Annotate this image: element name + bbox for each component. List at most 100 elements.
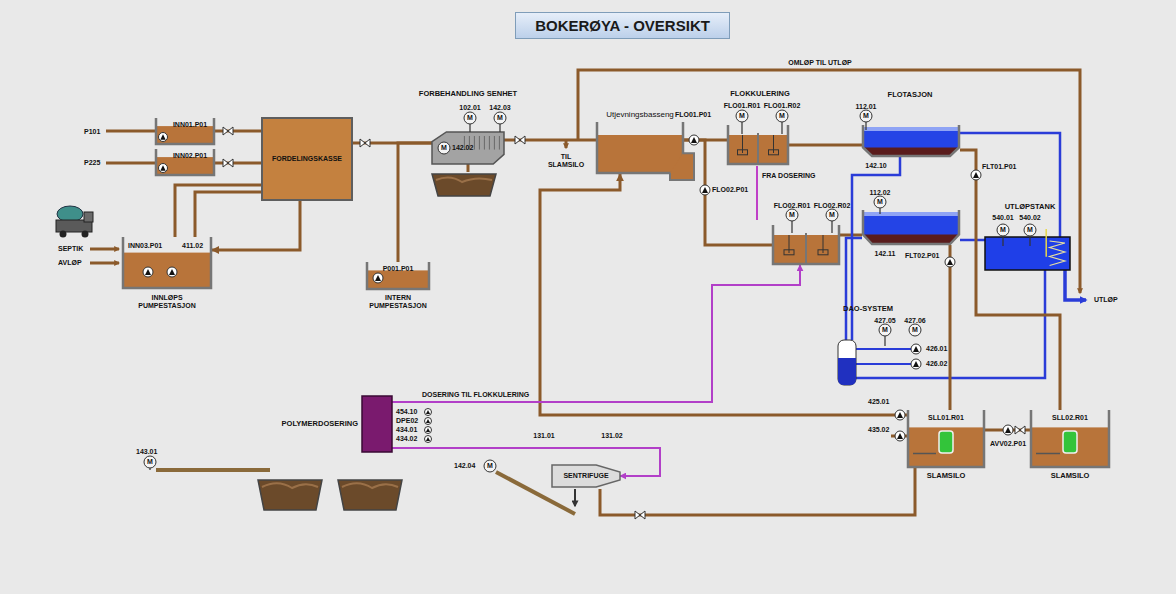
pipe-connector: [352, 142, 432, 145]
unit-text: 112.02: [869, 189, 890, 197]
unit-text: INN02.P01: [173, 152, 207, 160]
unit-shape: [728, 125, 788, 164]
pipe-connector: [856, 270, 1045, 378]
screen-chute: [467, 164, 470, 172]
unit-text: 411.02: [182, 242, 203, 250]
tag-label: UTLØP: [1094, 296, 1118, 304]
tag-label: FLT02.P01: [905, 252, 940, 260]
unit-text: FLO01.R01: [724, 102, 761, 110]
unit-shape: [908, 410, 984, 467]
pump-symbol: [373, 273, 383, 283]
process-unit: UTLØPSTANK540.01540.02: [985, 237, 1070, 270]
pipe-lines: [90, 70, 1080, 436]
pump-symbol: [1003, 425, 1013, 435]
unit-text: FORDELINGSKASSE: [272, 155, 342, 163]
motor-symbol: [776, 110, 788, 122]
process-unit: FLOTASJON112.01142.10: [862, 125, 960, 157]
valve-symbol: [1015, 426, 1025, 434]
pump-symbol: [911, 344, 921, 354]
unit-text: 540.01: [992, 214, 1013, 222]
motor-shaft: [741, 122, 742, 134]
unit-outline: [596, 122, 684, 174]
inlet-pipe: [106, 130, 155, 133]
unit-text: 540.02: [1019, 214, 1040, 222]
pipe-connector: [960, 150, 1060, 410]
motor-symbol: [1024, 224, 1036, 236]
motor-symbol: [874, 196, 886, 208]
unit-shape: [156, 149, 214, 175]
motor-letter: M: [789, 211, 795, 219]
pump-symbol: [167, 267, 177, 277]
cake-outlet: [574, 489, 576, 506]
tag-label: 425.01: [868, 398, 889, 406]
motor-symbol: [484, 460, 496, 472]
unit-shape: [432, 132, 504, 164]
motor-shaft: [884, 336, 885, 346]
unit-text: 142.11: [874, 250, 895, 258]
valve-symbol: [360, 139, 370, 147]
motor-symbol: [860, 110, 872, 122]
unit-outline: [727, 125, 789, 165]
unit-shape: [362, 396, 392, 452]
pipe-connector: [212, 200, 300, 250]
unit-text: 131.02: [601, 432, 622, 440]
screenings-container: [432, 174, 496, 196]
motor-shaft: [791, 221, 792, 233]
unit-text: POLYMERDOSERING: [282, 420, 358, 428]
motor-symbol: [494, 112, 506, 124]
pipe-connector: [215, 162, 262, 165]
pump-symbol: [159, 133, 168, 142]
unit-shape: [985, 229, 1070, 270]
unit-text: 142.03: [489, 104, 510, 112]
unit-text: Utjevningsbasseng: [606, 110, 674, 119]
pipe-connector: [949, 245, 952, 410]
unit-outline: [985, 237, 1070, 270]
unit-shape: [552, 465, 620, 487]
pump-symbol: [945, 257, 955, 267]
motor-symbol: [438, 142, 450, 154]
valve-symbol: [223, 159, 233, 167]
motor-letter: M: [487, 462, 493, 470]
motor-letter: M: [863, 112, 869, 120]
pipe-connector: [840, 234, 862, 237]
septic-truck: [56, 206, 93, 238]
pump-symbol: [895, 410, 905, 420]
pump-symbol: [911, 359, 921, 369]
unit-text: 142.02: [452, 144, 473, 152]
motor-letter: M: [779, 112, 785, 120]
motor-symbol: [786, 209, 798, 221]
unit-shape: [597, 122, 694, 180]
tag-label: P225: [84, 159, 100, 167]
motor-letter: M: [829, 211, 835, 219]
title-text: BOKERØYA - OVERSIKT: [535, 17, 710, 34]
process-unit: P001.P01INTERN PUMPESTASJON: [366, 262, 430, 290]
tag-label: AVV02.P01: [990, 440, 1026, 448]
motor-symbol: [909, 324, 921, 336]
process-unit: INN03.P01411.02INNLØPS PUMPESTASJON: [122, 237, 212, 289]
pipe-connector: [789, 144, 862, 147]
process-unit: FLO02.R01FLO02.R02: [772, 225, 840, 265]
motor-symbol: [464, 112, 476, 124]
unit-text: UTLØPSTANK: [1005, 203, 1056, 211]
unit-shape: [123, 237, 211, 288]
process-unit: SENTRIFUGE131.01131.02: [552, 463, 620, 489]
motor-letter: M: [739, 112, 745, 120]
motor-shaft: [499, 124, 500, 132]
tag-label: SEPTIK: [58, 245, 83, 253]
tag-label: FLO02.P01: [712, 186, 748, 194]
unit-text: 426.02: [926, 360, 947, 368]
pipe-connector: [215, 130, 262, 133]
unit-text: 131.01: [533, 432, 554, 440]
motor-symbol: [144, 456, 156, 468]
motor-letter: M: [467, 114, 473, 122]
sludge-container: [258, 480, 402, 510]
unit-shape: [1031, 410, 1109, 467]
valve-symbol: [223, 127, 233, 135]
tag-label: 454.10: [396, 408, 417, 416]
unit-shape: [262, 118, 352, 200]
motor-symbol: [997, 224, 1009, 236]
inlet-arrow: [90, 262, 119, 265]
sludge-branch: [565, 140, 568, 148]
unit-outline: [362, 396, 392, 452]
unit-text: 102.01: [459, 104, 480, 112]
